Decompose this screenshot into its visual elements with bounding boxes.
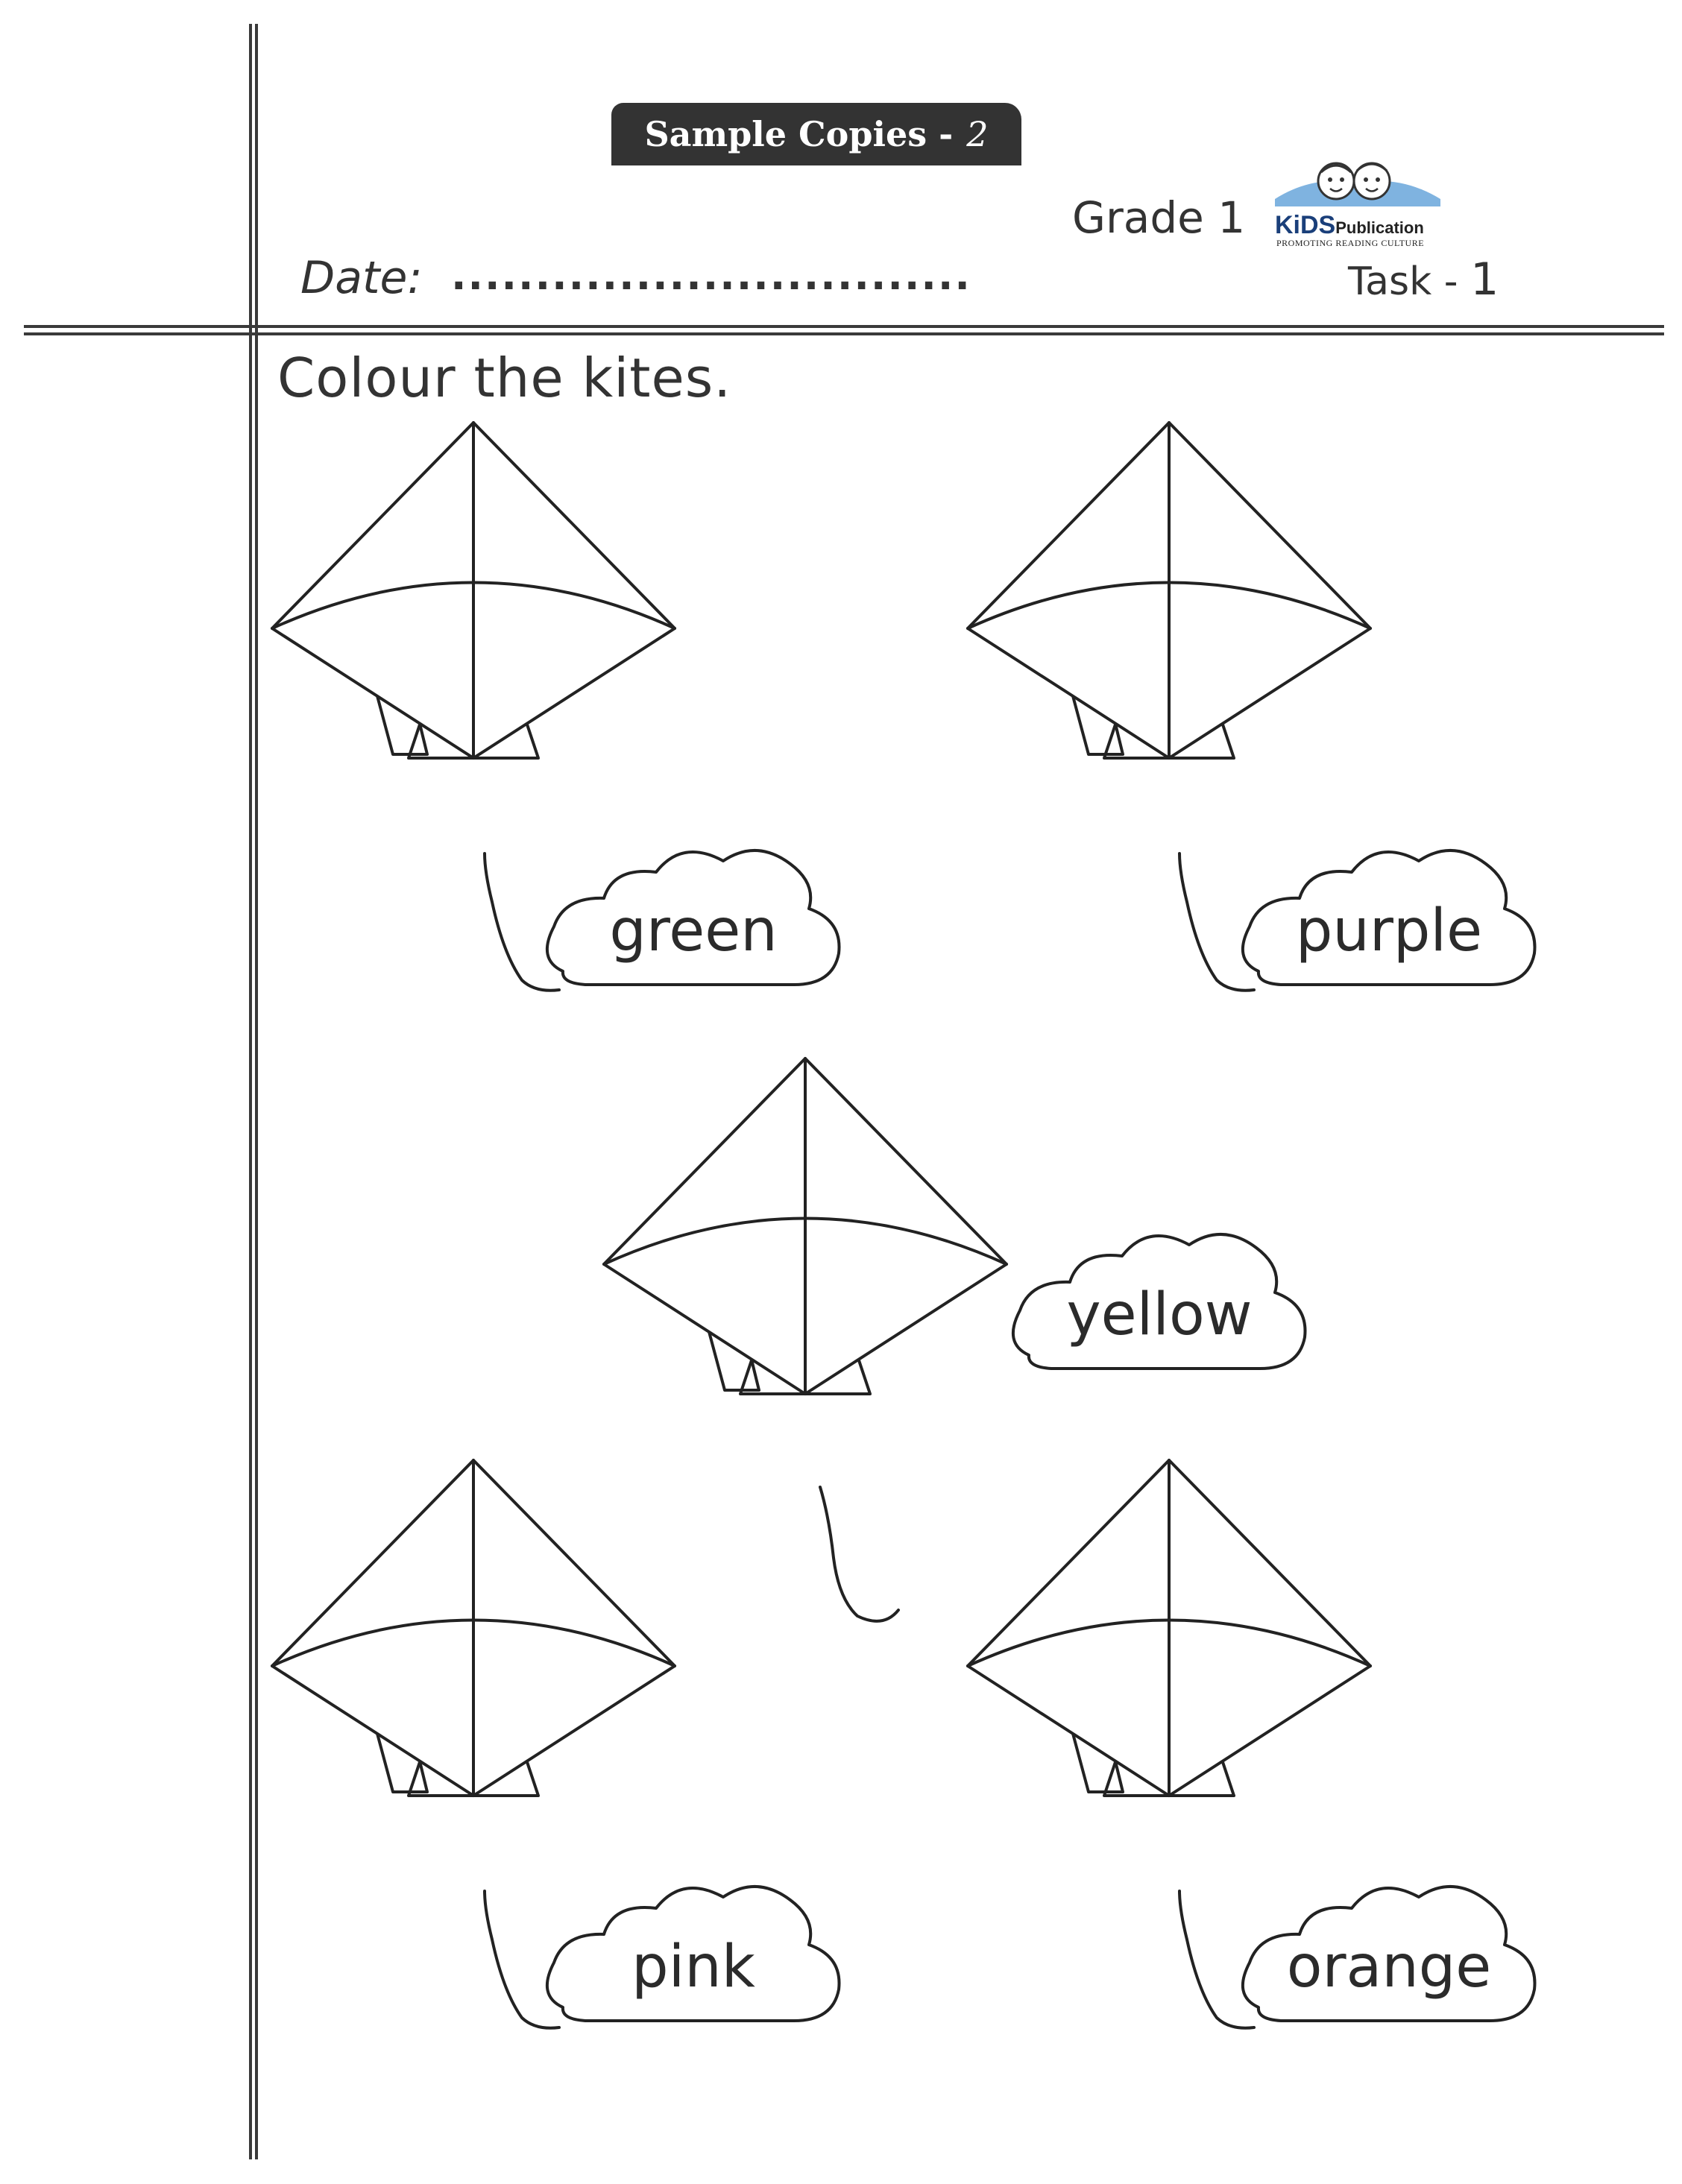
sample-copies-banner: Sample Copies - 2 bbox=[611, 103, 1021, 165]
margin-line-left-2 bbox=[255, 24, 258, 2159]
logo-tagline: PROMOTING READING CULTURE bbox=[1276, 238, 1425, 248]
kite-label-pink: pink bbox=[631, 1934, 755, 2001]
banner-text: Sample Copies - bbox=[644, 114, 954, 154]
date-blank: ............................... bbox=[451, 252, 971, 299]
kite-label-yellow: yellow bbox=[1066, 1281, 1252, 1348]
grade-label: Grade 1 bbox=[1072, 192, 1246, 243]
kite-label-orange: orange bbox=[1287, 1934, 1492, 2001]
kids-publication-logo: KiDSPublication PROMOTING READING CULTUR… bbox=[1267, 153, 1446, 248]
kite-label-green: green bbox=[609, 897, 777, 965]
logo-brand-publication: Publication bbox=[1335, 218, 1424, 237]
header-rule-2 bbox=[24, 332, 1664, 335]
instruction-text: Colour the kites. bbox=[277, 347, 732, 409]
kite-orange: orange bbox=[966, 1459, 1537, 2030]
margin-line-left-1 bbox=[249, 24, 252, 2159]
kite-green: green bbox=[271, 421, 841, 992]
kite-purple: purple bbox=[966, 421, 1537, 992]
kite-yellow: yellow bbox=[602, 1057, 1307, 1623]
task-text: Task - bbox=[1348, 259, 1458, 304]
logo-brand: KiDSPublication bbox=[1275, 211, 1424, 240]
task-number: 1 bbox=[1470, 253, 1499, 306]
kite-label-purple: purple bbox=[1296, 897, 1482, 965]
kite-pink: pink bbox=[271, 1459, 841, 2030]
logo-brand-kids: KiDS bbox=[1275, 211, 1336, 239]
header-rule-1 bbox=[24, 325, 1664, 328]
banner-number: 2 bbox=[966, 114, 989, 154]
task-label: Task - 1 bbox=[1348, 253, 1499, 306]
date-label: Date: bbox=[300, 252, 423, 304]
logo-faces-icon bbox=[1275, 162, 1440, 206]
